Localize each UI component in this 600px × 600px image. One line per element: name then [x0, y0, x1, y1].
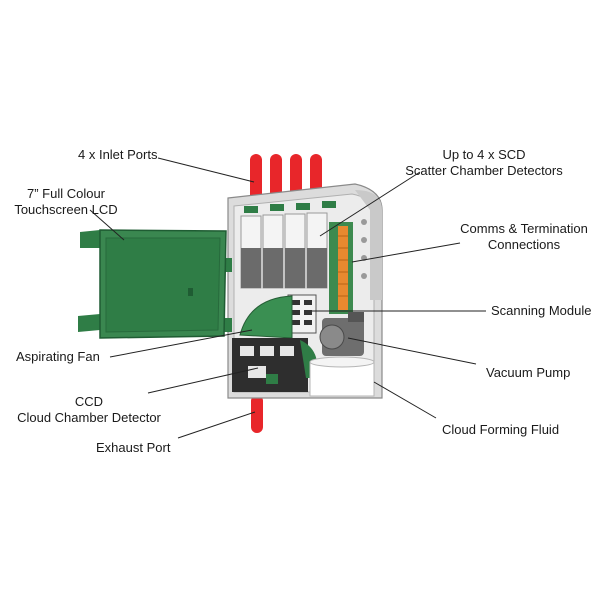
scatter-chamber-detectors: [240, 212, 328, 289]
leader-scd: [319, 171, 421, 237]
label-scd-line2: Scatter Chamber Detectors: [405, 163, 563, 178]
enclosure-side-wall: [355, 190, 382, 300]
comms-termination-board: [329, 222, 353, 314]
scd-module: [262, 214, 284, 289]
cloud-forming-fluid: [309, 356, 375, 397]
leader-lcd: [89, 209, 125, 241]
leader-fluid: [373, 381, 437, 419]
label-lcd-line1: 7” Full Colour: [26, 186, 106, 201]
leader-ccd: [147, 367, 259, 394]
label-exhaust-port: Exhaust Port: [96, 440, 171, 455]
label-scanning-module: Scanning Module: [491, 303, 592, 318]
aspirating-fan: [239, 295, 293, 339]
inlet-port: [250, 154, 262, 204]
label-vacuum-pump: Vacuum Pump: [486, 365, 571, 380]
inlet-port: [270, 154, 282, 204]
scanning-module: [287, 294, 317, 334]
leader-pump: [347, 337, 477, 365]
label-comms-line1: Comms & Termination: [460, 221, 588, 236]
touchscreen-lcd-lid: [78, 229, 227, 339]
label-ccd: CCD Cloud Chamber Detector: [14, 394, 164, 426]
ccd-housing: [232, 338, 318, 392]
leader-fan: [109, 329, 253, 358]
label-inlet-ports: 4 x Inlet Ports: [78, 147, 158, 162]
label-ccd-line2: Cloud Chamber Detector: [17, 410, 161, 425]
exhaust-port: [251, 395, 263, 433]
label-lcd-line2: Touchscreen LCD: [14, 202, 118, 217]
vacuum-pump: [319, 312, 364, 356]
scd-module: [284, 213, 306, 289]
label-cloud-forming-fluid: Cloud Forming Fluid: [442, 422, 560, 437]
label-ccd-line1: CCD: [74, 394, 104, 409]
label-scd: Up to 4 x SCD Scatter Chamber Detectors: [384, 147, 584, 179]
leader-comms: [351, 242, 461, 263]
scd-module: [306, 212, 328, 289]
scd-module: [240, 215, 262, 289]
label-comms-termination: Comms & Termination Connections: [458, 221, 590, 253]
leader-exhaust: [177, 411, 256, 439]
label-aspirating-fan: Aspirating Fan: [16, 349, 100, 364]
label-scd-line1: Up to 4 x SCD: [442, 147, 526, 162]
label-comms-line2: Connections: [487, 237, 561, 252]
top-connectors: [244, 201, 336, 213]
leader-inlet-ports: [157, 157, 255, 183]
label-touchscreen-lcd: 7” Full Colour Touchscreen LCD: [4, 186, 128, 218]
lid-hinges: [222, 258, 232, 332]
leader-lines: [89, 157, 486, 439]
